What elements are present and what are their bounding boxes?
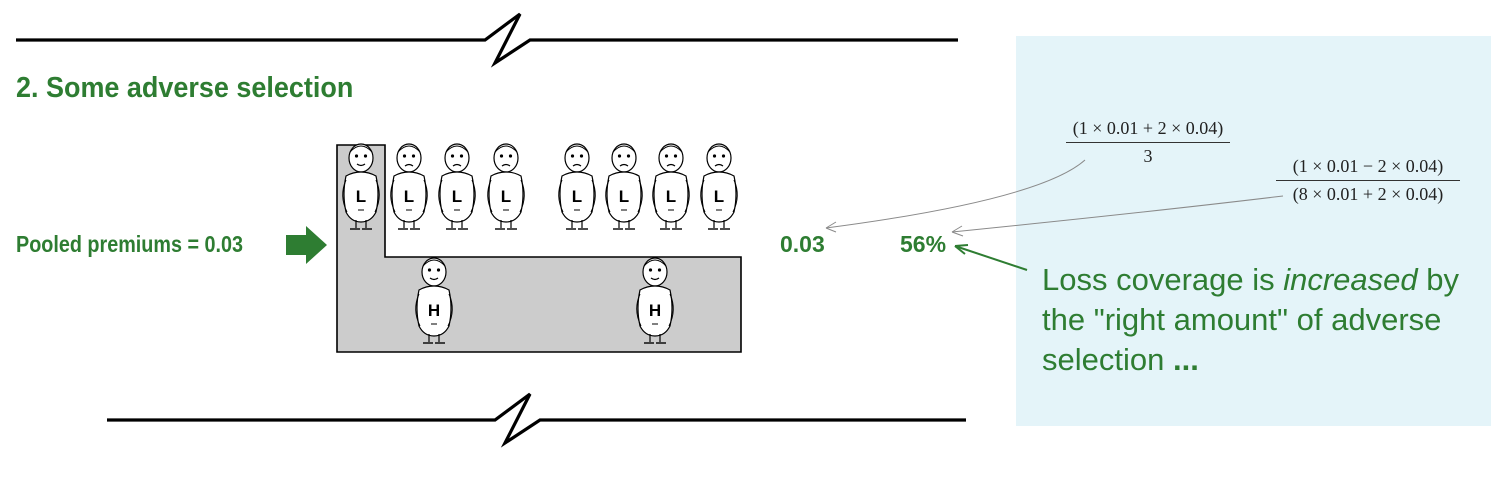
right-arrow-icon <box>286 226 327 264</box>
coverage-formula: (1 × 0.01 − 2 × 0.04) (8 × 0.01 + 2 × 0.… <box>1276 156 1460 205</box>
person-letter: L <box>501 187 511 206</box>
pooled-premiums-label: Pooled premiums = 0.03 <box>16 231 244 257</box>
person-letter: L <box>619 187 629 206</box>
premium-formula: (1 × 0.01 + 2 × 0.04) 3 <box>1066 118 1230 167</box>
person-letter: L <box>572 187 582 206</box>
person-letter: L <box>666 187 676 206</box>
bottom-break-line <box>107 392 966 448</box>
section-title: 2. Some adverse selection <box>16 72 354 104</box>
premium-result: 0.03 <box>780 231 825 257</box>
caption-emphasis: increased <box>1283 262 1418 297</box>
person-letter: L <box>356 187 366 206</box>
premium-formula-numerator: (1 × 0.01 + 2 × 0.04) <box>1066 118 1230 143</box>
person-letter: H <box>649 301 661 320</box>
person-letter: L <box>714 187 724 206</box>
person-letter: L <box>404 187 414 206</box>
top-break-line <box>16 12 958 68</box>
person-letter: H <box>428 301 440 320</box>
caption-text: Loss coverage is increased by the "right… <box>1042 262 1460 377</box>
coverage-formula-numerator: (1 × 0.01 − 2 × 0.04) <box>1276 156 1460 181</box>
premium-formula-denominator: 3 <box>1143 146 1153 166</box>
person-letter: L <box>452 187 462 206</box>
loss-coverage-result: 56% <box>900 231 947 257</box>
coverage-formula-denominator: (8 × 0.01 + 2 × 0.04) <box>1292 184 1444 204</box>
